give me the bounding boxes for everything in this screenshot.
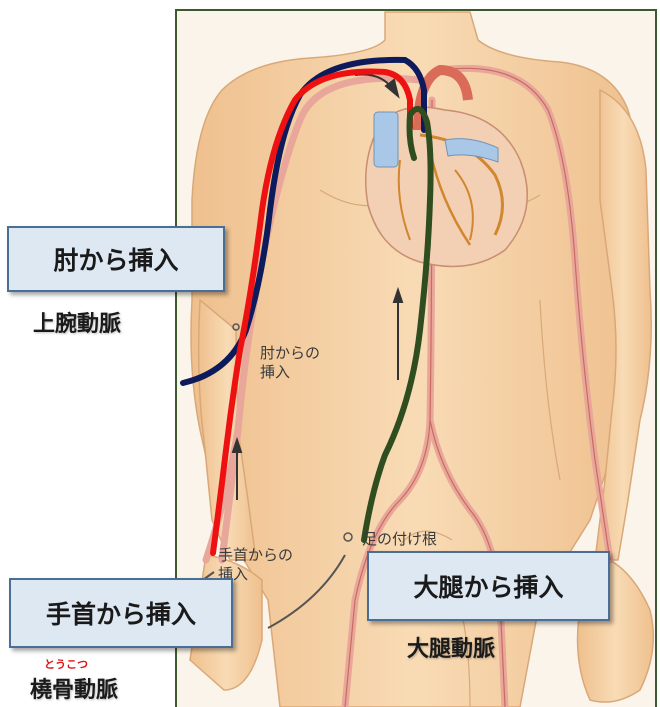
callout-wrist: 手首から挿入: [9, 578, 233, 648]
artery-reading-radial: とうこつ: [44, 656, 88, 672]
artery-label-brachial: 上腕動脈: [33, 306, 121, 338]
artery-label-radial: 橈骨動脈: [30, 672, 118, 704]
callout-thigh: 大腿から挿入: [367, 551, 610, 621]
figure-label-elbow-line1: 肘からの: [260, 344, 320, 363]
callout-thigh-label: 大腿から挿入: [413, 568, 563, 604]
figure-label-wrist-line1: 手首からの: [218, 546, 293, 565]
callout-elbow-label: 肘から挿入: [53, 241, 178, 277]
figure-label-elbow-line2: 挿入: [260, 363, 320, 382]
figure-label-groin: 足の付け根: [362, 530, 437, 549]
callout-elbow: 肘から挿入: [7, 226, 225, 292]
figure-label-elbow: 肘からの 挿入: [260, 344, 320, 382]
artery-label-femoral: 大腿動脈: [407, 631, 495, 663]
callout-wrist-label: 手首から挿入: [46, 595, 196, 631]
